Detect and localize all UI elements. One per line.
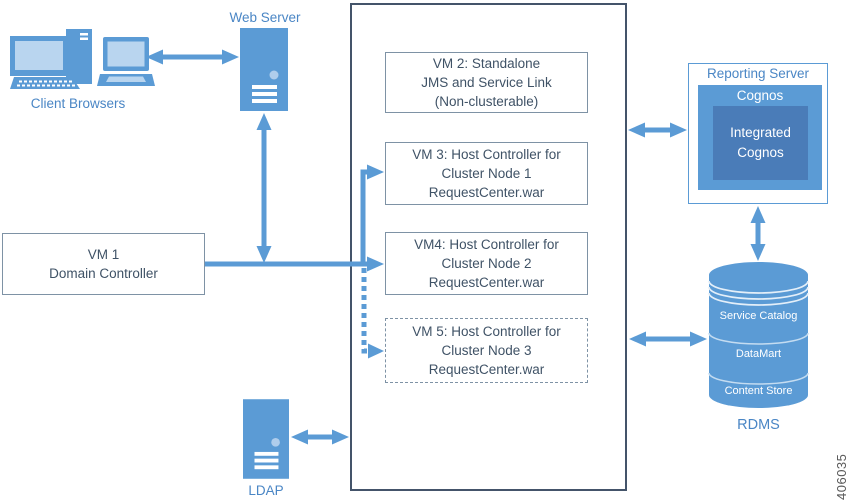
- web-server-label: Web Server: [229, 10, 301, 25]
- vm3-line: Cluster Node 1: [441, 166, 532, 181]
- vm4-line: Cluster Node 2: [441, 256, 532, 271]
- rdms-label: RDMS: [737, 417, 780, 433]
- arrow-ldap-container: [291, 429, 349, 445]
- desktop-computer-icon: [10, 29, 92, 89]
- vm-cluster-container: [350, 3, 627, 491]
- laptop-icon: [97, 37, 155, 86]
- vm4-line: RequestCenter.war: [428, 275, 545, 290]
- integrated-cognos-box: Integrated Cognos: [713, 106, 808, 180]
- ldap-server-icon: [243, 399, 289, 479]
- vm2-box: VM 2: Standalone JMS and Service Link (N…: [385, 52, 588, 113]
- vm5-line: Cluster Node 3: [441, 343, 532, 358]
- client-browsers-label: Client Browsers: [30, 96, 126, 111]
- vm2-line: (Non-clusterable): [434, 94, 539, 109]
- database-cylinder-icon: [708, 262, 809, 408]
- vm4-line: VM4: Host Controller for: [414, 237, 559, 252]
- db-section-content-store: Content Store: [724, 385, 793, 397]
- arrow-container-reporting: [628, 122, 687, 138]
- vm3-line: RequestCenter.war: [428, 185, 545, 200]
- vm5-line: RequestCenter.war: [428, 362, 545, 377]
- vm5-box: VM 5: Host Controller for Cluster Node 3…: [385, 318, 588, 383]
- vm1-box: VM 1 Domain Controller: [2, 233, 205, 295]
- figure-number: 406035: [834, 453, 849, 500]
- db-section-datamart: DataMart: [735, 348, 782, 360]
- db-section-service-catalog: Service Catalog: [719, 310, 798, 322]
- integrated-cognos-label: Integrated Cognos: [730, 125, 791, 160]
- vm2-line: VM 2: Standalone: [432, 56, 541, 71]
- vm4-box: VM4: Host Controller for Cluster Node 2 …: [385, 232, 588, 295]
- vm1-line: Domain Controller: [49, 266, 158, 281]
- ldap-label: LDAP: [248, 483, 284, 498]
- cognos-label: Cognos: [736, 88, 784, 103]
- web-server-icon: [240, 28, 288, 111]
- vm2-line: JMS and Service Link: [421, 75, 552, 90]
- arrow-container-rdms: [629, 331, 707, 347]
- reporting-server-label: Reporting Server: [706, 66, 810, 81]
- vm3-box: VM 3: Host Controller for Cluster Node 1…: [385, 142, 588, 205]
- vm3-line: VM 3: Host Controller for: [412, 147, 561, 162]
- arrow-reporting-rdms: [750, 206, 766, 261]
- vm1-line: VM 1: [87, 247, 120, 262]
- arrow-webserver-mainline: [256, 113, 272, 263]
- arrow-clients-webserver: [146, 49, 239, 65]
- vm5-line: VM 5: Host Controller for: [412, 324, 561, 339]
